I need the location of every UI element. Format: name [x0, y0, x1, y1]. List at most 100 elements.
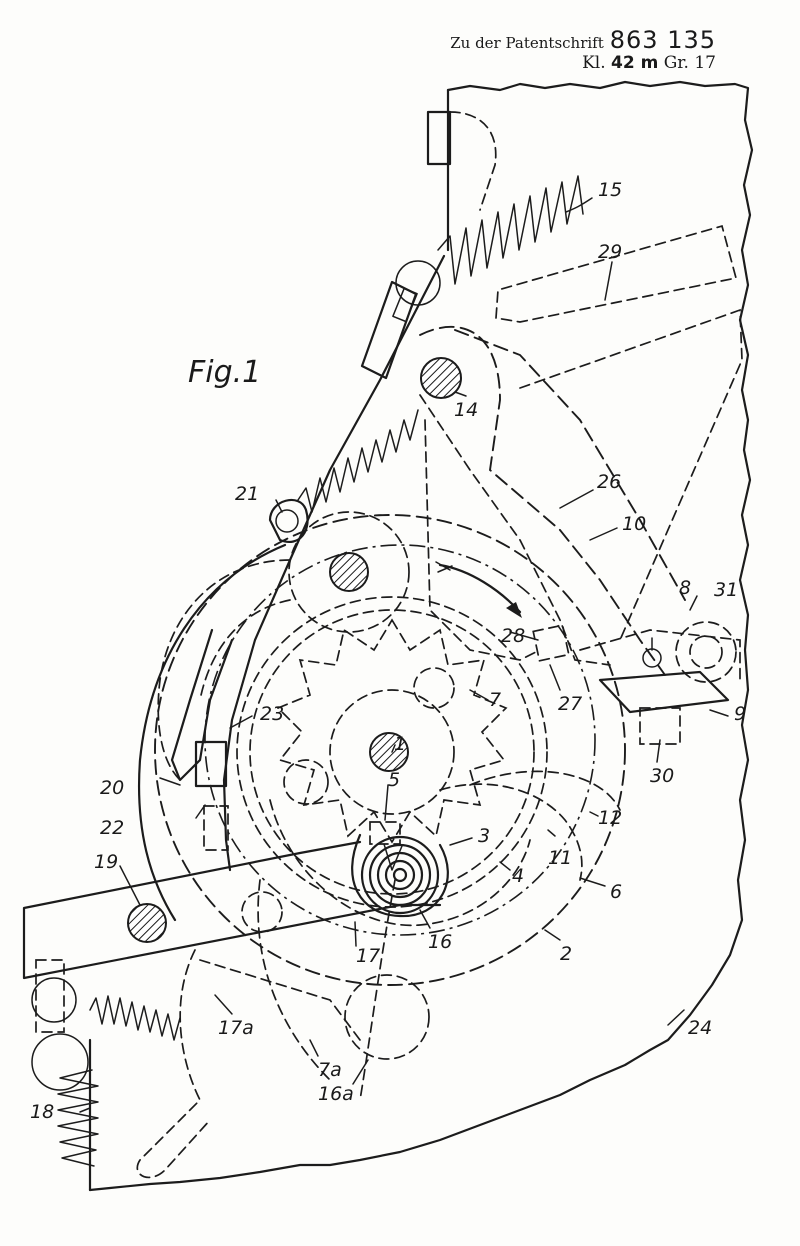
patent-prefix: Zu der Patentschrift: [450, 34, 604, 52]
spring-18: [57, 1069, 99, 1167]
label-8: 8: [679, 577, 691, 599]
top-block: [426, 110, 452, 166]
lever-10-dashed: [419, 326, 666, 676]
pivot-21: [275, 509, 299, 533]
label-31: 31: [714, 579, 738, 601]
label-24: 24: [688, 1017, 712, 1039]
lever-26-dashed: [454, 329, 686, 601]
gear-wheel-7-inner: [249, 609, 535, 895]
hook-arm-20: [170, 628, 234, 782]
lever-end-block: [35, 959, 65, 1033]
pivot-14: [420, 357, 462, 399]
direction-arrow-head: [506, 602, 522, 618]
label-12: 12: [598, 807, 622, 829]
slanted-plate-edge: [222, 254, 446, 872]
dashed-block-29: [495, 224, 738, 323]
patent-class-line: Kl. 42 m Gr. 17: [450, 53, 716, 74]
label-4: 4: [512, 865, 524, 887]
label-17a: 17a: [218, 1017, 254, 1039]
spring-lower: [89, 995, 181, 1041]
small-gear-upper: [413, 667, 455, 709]
lower-big-circle: [344, 974, 430, 1060]
inner-hub: [329, 689, 455, 815]
spring-15: [437, 175, 584, 285]
lever-7a: [257, 879, 331, 1081]
slider-inner: [392, 287, 418, 323]
lever-17: [22, 840, 442, 980]
label-14: 14: [454, 399, 478, 421]
upper-roller: [395, 260, 441, 306]
lower-small-circle: [241, 891, 283, 933]
label-6: 6: [610, 881, 622, 903]
spiral-spring-icon: [360, 835, 440, 915]
lever-edge-dashed: [519, 308, 743, 641]
lower-link: [199, 959, 361, 1041]
upper-lever-dashed: [449, 111, 497, 211]
curved-arm-inner: [199, 599, 291, 701]
arrow-tail: [435, 561, 453, 573]
label-10: 10: [622, 513, 646, 535]
arc-12: [469, 770, 621, 811]
label-16: 16: [428, 931, 452, 953]
label-18: 18: [30, 1101, 54, 1123]
curved-arm-dashed: [157, 559, 291, 781]
leader-lines: [79, 197, 729, 1113]
pawl-5: [369, 821, 401, 845]
pivot-1: [369, 732, 409, 772]
label-16a: 16a: [318, 1083, 354, 1105]
block-30: [639, 707, 681, 745]
pivot-21-ear: [268, 499, 309, 543]
ring-6: [204, 544, 596, 936]
lever-16a: [359, 879, 396, 1101]
pivot-19: [127, 903, 167, 943]
label-5: 5: [388, 769, 400, 791]
lower-left-roller: [31, 1033, 89, 1091]
link-27-dashed: [419, 394, 611, 666]
label-19: 19: [94, 851, 118, 873]
label-11: 11: [548, 847, 572, 869]
block-9: [598, 670, 730, 714]
patent-number: 863 135: [609, 26, 716, 54]
lever-17a: [136, 949, 211, 1179]
outer-arc: [137, 543, 287, 922]
cam-3: [351, 833, 449, 918]
block-lower: [203, 805, 229, 851]
label-7: 7: [489, 689, 501, 711]
pivot-mid-ring: [288, 511, 410, 633]
label-15: 15: [598, 179, 622, 201]
arc-4: [269, 799, 531, 927]
star-gear: [276, 618, 508, 844]
class-label: Kl.: [582, 53, 606, 74]
right-arm-dashed: [579, 629, 741, 681]
direction-arrow-icon: [438, 563, 522, 614]
label-21: 21: [235, 483, 259, 505]
block-22: [194, 740, 228, 788]
label-30: 30: [650, 765, 674, 787]
arc-11: [439, 783, 583, 881]
label-20: 20: [100, 777, 124, 799]
label-23: 23: [260, 703, 284, 725]
roller-31: [675, 621, 737, 683]
label-26: 26: [597, 471, 621, 493]
label-9: 9: [734, 703, 746, 725]
patent-reference-line: Zu der Patentschrift 863 135: [450, 26, 716, 54]
small-gear-left: [283, 759, 329, 805]
class-number: 42 m: [611, 53, 659, 74]
wheel-2: [154, 514, 626, 986]
block-28: [532, 624, 570, 662]
label-29: 29: [598, 241, 622, 263]
pivot-mid: [329, 552, 369, 592]
label-17: 17: [356, 945, 380, 967]
label-7a: 7a: [318, 1059, 342, 1081]
spring-middle: [297, 409, 419, 513]
figure-title: Fig.1: [188, 355, 261, 390]
label-1: 1: [394, 733, 406, 755]
label-22: 22: [100, 817, 124, 839]
label-27: 27: [558, 693, 582, 715]
pawl-lines: [383, 843, 403, 871]
roller-31-inner: [689, 635, 723, 669]
link-28-dashed: [424, 419, 541, 661]
label-28: 28: [501, 625, 525, 647]
